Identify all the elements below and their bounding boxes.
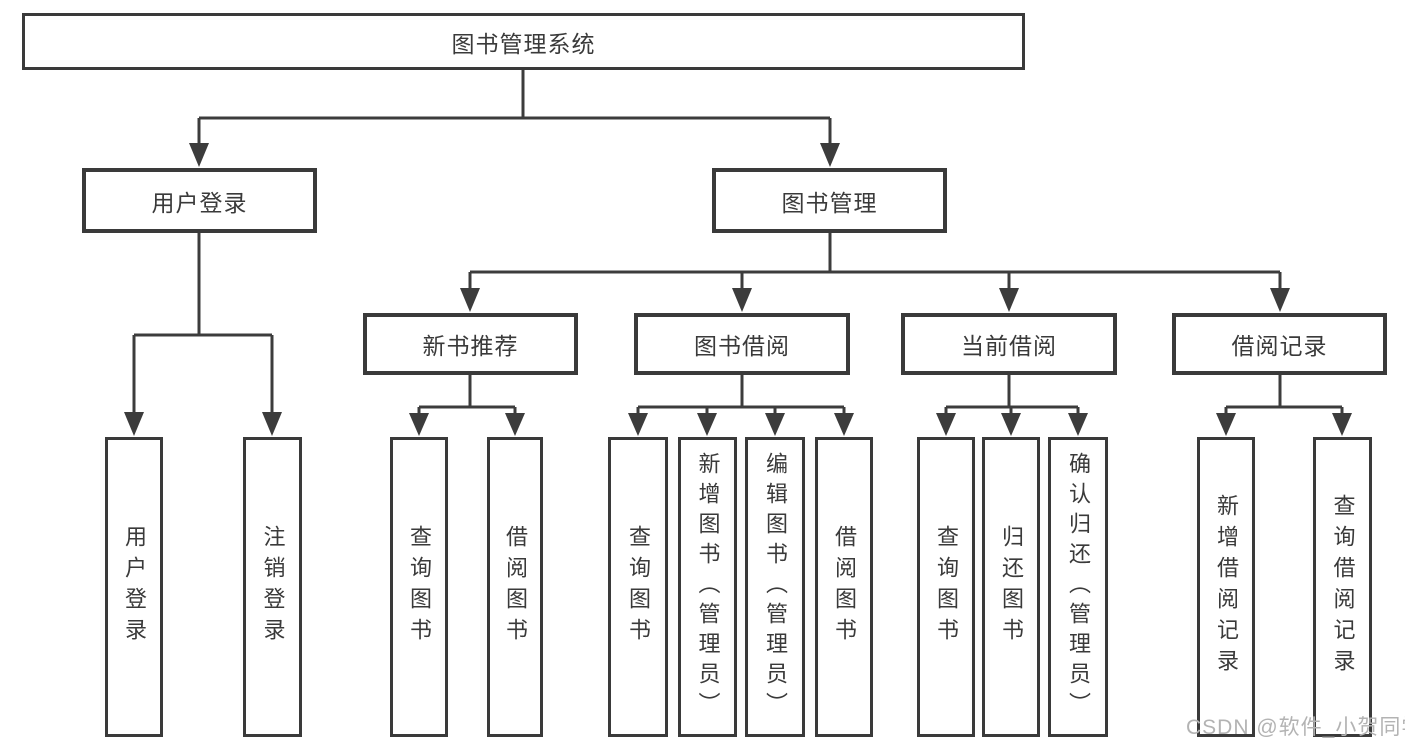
node-leaf-query-books-borrowing: 查询图书: [608, 437, 668, 737]
node-leaf-add-books-admin: 新增图书（管理员）: [678, 437, 737, 737]
node-book-management: 图书管理: [712, 168, 947, 233]
node-leaf-return-books: 归还图书: [982, 437, 1040, 737]
node-leaf-logout-login-label: 注销登录: [260, 525, 286, 649]
node-leaf-return-books-label: 归还图书: [999, 525, 1024, 649]
node-leaf-borrow-books-recommend-label: 借阅图书: [503, 525, 528, 649]
node-book-borrowing: 图书借阅: [634, 313, 850, 375]
connector-root-to-level2: [189, 70, 840, 167]
node-book-borrowing-label: 图书借阅: [694, 333, 790, 359]
connector-book-management-branch: [460, 233, 1290, 312]
node-leaf-confirm-return-admin-label: 确认归还（管理员）: [1066, 452, 1091, 722]
node-leaf-confirm-return-admin: 确认归还（管理员）: [1048, 437, 1108, 737]
node-book-management-label: 图书管理: [781, 189, 878, 216]
node-leaf-add-books-admin-label: 新增图书（管理员）: [695, 452, 721, 722]
node-new-book-recommend-label: 新书推荐: [422, 333, 519, 359]
node-root-system: 图书管理系统: [22, 13, 1025, 70]
node-leaf-user-login: 用户登录: [105, 437, 163, 737]
node-leaf-add-borrow-record: 新增借阅记录: [1197, 437, 1255, 737]
csdn-watermark: CSDN @软件_小贺同学: [1186, 716, 1405, 739]
node-leaf-query-books-recommend: 查询图书: [390, 437, 448, 737]
node-user-login: 用户登录: [82, 168, 317, 233]
node-root-system-label: 图书管理系统: [451, 30, 596, 57]
node-borrowing-records-label: 借阅记录: [1231, 333, 1328, 359]
node-current-borrowing-label: 当前借阅: [961, 333, 1057, 359]
node-new-book-recommend: 新书推荐: [363, 313, 578, 375]
connector-book-borrowing-branch: [628, 375, 854, 436]
node-leaf-query-books-current: 查询图书: [917, 437, 975, 737]
node-leaf-borrow-books-recommend: 借阅图书: [487, 437, 543, 737]
node-leaf-borrow-books-borrowing-label: 借阅图书: [832, 525, 857, 649]
node-leaf-query-books-current-label: 查询图书: [934, 525, 959, 649]
connector-user-login-branch: [124, 233, 282, 436]
connector-current-borrowing-branch: [936, 375, 1088, 436]
node-leaf-user-login-label: 用户登录: [122, 525, 147, 649]
node-leaf-edit-books-admin-label: 编辑图书（管理员）: [763, 452, 788, 722]
node-leaf-query-books-recommend-label: 查询图书: [407, 525, 432, 649]
node-leaf-edit-books-admin: 编辑图书（管理员）: [745, 437, 805, 737]
node-current-borrowing: 当前借阅: [901, 313, 1117, 375]
node-leaf-query-books-borrowing-label: 查询图书: [626, 525, 651, 649]
node-leaf-borrow-books-borrowing: 借阅图书: [815, 437, 873, 737]
node-user-login-label: 用户登录: [151, 189, 248, 216]
node-leaf-logout-login: 注销登录: [243, 437, 302, 737]
connector-new-book-recommend-branch: [409, 375, 525, 436]
connector-borrowing-records-branch: [1216, 375, 1352, 436]
node-leaf-query-borrow-record: 查询借阅记录: [1313, 437, 1372, 737]
node-borrowing-records: 借阅记录: [1172, 313, 1387, 375]
node-leaf-query-borrow-record-label: 查询借阅记录: [1330, 494, 1356, 680]
node-leaf-add-borrow-record-label: 新增借阅记录: [1214, 494, 1239, 680]
